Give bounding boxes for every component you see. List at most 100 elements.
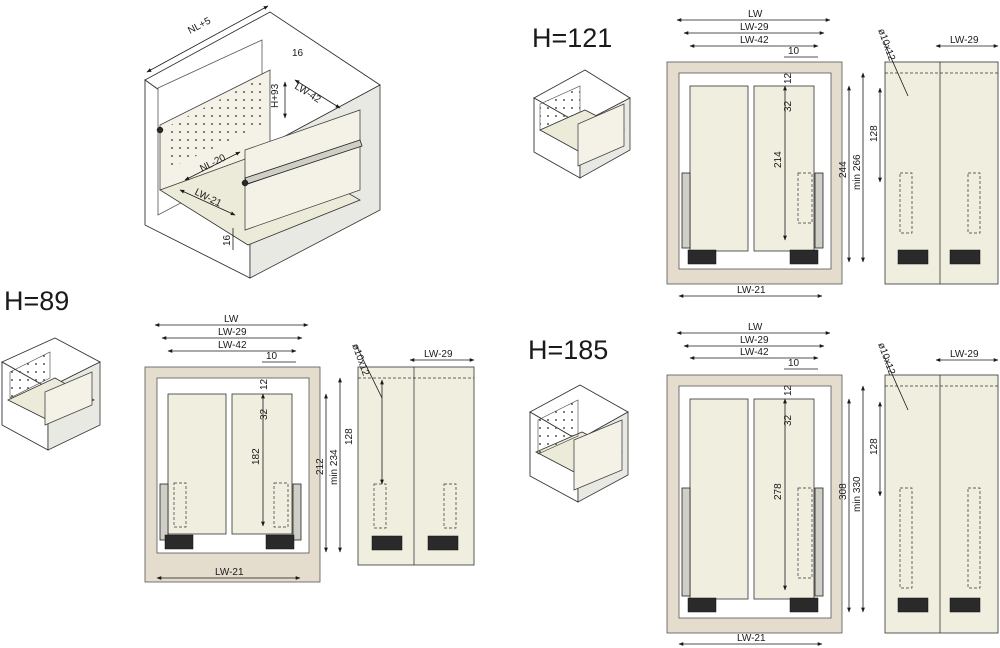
dim-label-inner-height: 278 [773, 483, 784, 500]
dim-label-outer-height: 212 [315, 458, 326, 475]
isometric-cabinet-large: NL+5 16 H+93 LW-42 NL-20 LW-21 16 [144, 5, 381, 279]
dim-label-lw42: LW-42 [218, 340, 247, 351]
dim-label-inner-height: 182 [251, 448, 262, 465]
heading-h121: H=121 [532, 23, 612, 53]
front-elevation-h185: LW LW-29 LW-42 10 12 32 278 308 min 330 … [666, 322, 865, 646]
isometric-cube-h185 [529, 384, 629, 503]
cube-perforated-side [537, 399, 579, 455]
dim-label-32: 32 [783, 414, 794, 426]
dim-label-spacing-128: 128 [869, 125, 880, 142]
dim-label-16-top: 16 [292, 48, 304, 59]
dim-label-side-lw29: LW-29 [424, 349, 453, 360]
dim-label-lw: LW [224, 314, 239, 325]
cube-drawer-front [577, 103, 625, 167]
dim-label-lw29: LW-29 [740, 335, 769, 346]
cube-drawer-front [573, 419, 623, 491]
cube-perforated-side [539, 85, 581, 131]
slide-profile-right [265, 534, 295, 550]
front-elevation-h89: LW LW-29 LW-42 10 12 32 182 212 min 234 … [144, 314, 342, 583]
slide-profile-left [687, 597, 717, 613]
dim-label-lw42: LW-42 [740, 347, 769, 358]
dim-label-outer-height: 244 [838, 161, 849, 178]
dim-label-10: 10 [788, 358, 800, 369]
side-bracket-left [899, 487, 913, 589]
dim-label-lw29: LW-29 [740, 22, 769, 33]
heading-h185: H=185 [528, 335, 608, 365]
slide-profile-right [789, 597, 819, 613]
side-slide-profile-right [427, 535, 459, 551]
drawer-front-panel [244, 109, 361, 231]
dim-label-outer-height: 308 [838, 483, 849, 500]
isometric-cube-h121 [533, 69, 631, 179]
dim-label-spacing-128: 128 [344, 428, 355, 445]
dim-label-lw21: LW-21 [215, 567, 244, 578]
dim-label-lw21: LW-21 [737, 633, 766, 644]
side-bracket-right [443, 483, 457, 529]
dim-line-nl5 [146, 5, 269, 73]
side-bracket-right [967, 487, 981, 589]
runner-right [814, 487, 824, 597]
runner-right [292, 483, 302, 541]
dim-label-nl5: NL+5 [186, 15, 213, 36]
dim-label-side-lw29: LW-29 [950, 349, 979, 360]
dim-label-hole: ø10x12 [349, 342, 371, 378]
dim-label-lw21: LW-21 [737, 285, 766, 296]
dim-label-inner-height: 214 [773, 151, 784, 168]
dim-label-min-height: min 266 [852, 154, 863, 190]
drawer-side-panel-left [689, 398, 749, 600]
side-slide-profile-left [897, 249, 929, 265]
slide-profile-right [789, 249, 819, 265]
dim-label-min-height: min 234 [329, 449, 340, 485]
dim-label-h93: H+93 [270, 83, 281, 108]
dim-label-32: 32 [783, 100, 794, 112]
perforated-panel [165, 76, 265, 170]
cube-perforated-side [9, 351, 51, 399]
side-slide-profile-left [897, 597, 929, 613]
drawer-side-panel-left [689, 85, 749, 252]
rail-end-cap-left [156, 126, 164, 134]
side-slide-profile-right [949, 249, 981, 265]
hole-leader [883, 41, 909, 97]
drawer-side-panel-right [753, 398, 815, 600]
front-elevation-h121: LW LW-29 LW-42 10 12 32 214 244 min 266 … [666, 9, 865, 298]
cube-drawer-front [44, 371, 93, 426]
side-bracket-right [967, 172, 981, 234]
dim-label-hole: ø10x12 [875, 341, 897, 377]
hole-leader [355, 344, 383, 399]
slide-profile-left [687, 249, 717, 265]
slide-profile-left [164, 534, 194, 550]
dim-label-lw: LW [748, 322, 763, 333]
heading-h89: H=89 [4, 286, 69, 316]
dim-label-lw: LW [748, 9, 763, 20]
hole-leader [883, 355, 909, 411]
side-slide-profile-right [949, 597, 981, 613]
dim-line-lw21 [179, 189, 236, 216]
runner-left [681, 172, 691, 249]
dim-line-nl20 [184, 151, 241, 181]
fixing-bracket-outline-left [173, 482, 187, 528]
runner-left [159, 483, 169, 541]
side-panel [884, 374, 999, 634]
side-bracket-left [373, 483, 387, 529]
fixing-bracket-outline [797, 487, 813, 579]
side-elevation-h185: 128 LW-29 ø10x12 [869, 341, 999, 634]
runner-right [814, 172, 824, 249]
dim-label-10: 10 [266, 351, 278, 362]
side-panel [357, 366, 475, 566]
dim-label-hole: ø10x12 [875, 27, 897, 63]
dim-label-10: 10 [788, 46, 800, 57]
dim-label-spacing-128: 128 [869, 438, 880, 455]
dim-label-lw42: LW-42 [740, 35, 769, 46]
dim-label-32: 32 [259, 408, 270, 420]
fixing-bracket-outline [273, 482, 289, 528]
drawer-side-panel-left [167, 393, 227, 535]
side-bracket-left [899, 172, 913, 234]
isometric-cube-h89 [1, 337, 101, 451]
fixing-bracket-outline [797, 172, 813, 224]
side-slide-profile-left [371, 535, 403, 551]
dim-label-min-height: min 330 [852, 476, 863, 512]
dim-label-lw29: LW-29 [218, 327, 247, 338]
dim-label-12: 12 [783, 384, 794, 396]
dim-line-lw42 [294, 79, 341, 109]
dim-label-12: 12 [259, 378, 270, 390]
